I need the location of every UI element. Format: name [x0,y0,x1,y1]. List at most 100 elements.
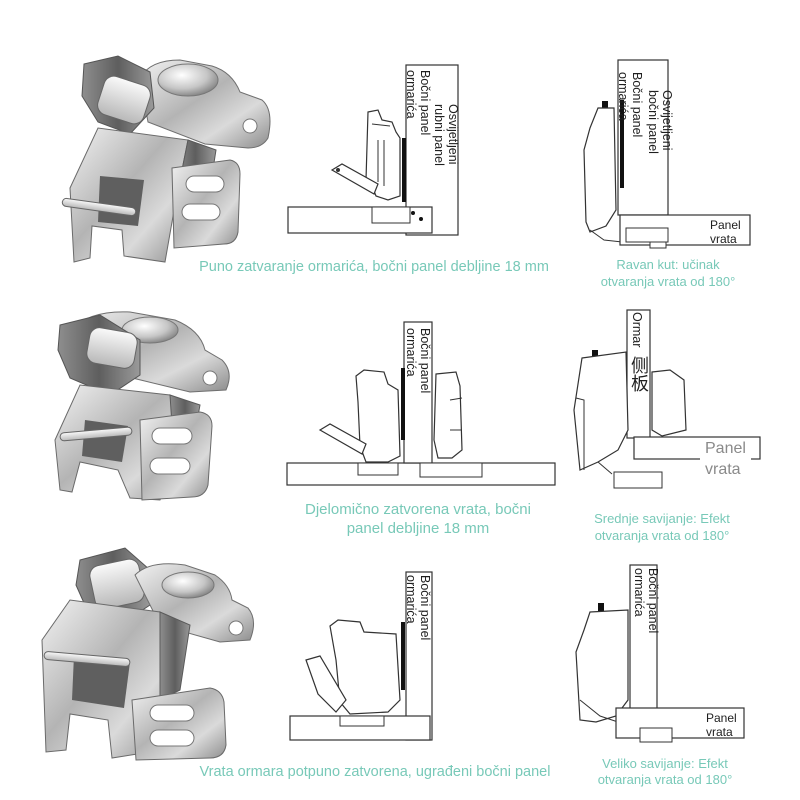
mounting-diagram-half-overlay [286,321,556,486]
caption-line: otvaranja vrata od 180° [597,772,733,787]
hinge-arm-detail [449,397,463,431]
hinge-pin-rod [59,426,133,442]
hinge-photo-full-overlay [61,55,271,263]
hinge-link [579,699,619,723]
hinge-link-left [318,423,367,455]
hinge-arm-opening [72,655,130,708]
caption-line: Ravan kut: učinak [616,257,720,272]
hinge-stop-tab [602,101,608,108]
side-panel-label-line: Bočni panel [418,575,432,641]
caption-half-overlay: Djelomično zatvorena vrata, bočni panel … [268,500,568,538]
caption-inset: Vrata ormara potpuno zatvorena, ugrađeni… [175,763,575,781]
hinge-cup-recess [613,471,663,489]
door-panel-label-line: vrata [705,461,741,478]
side-panel-label-line: ormarića [616,72,630,121]
side-panel-label-line: ormarića [404,70,418,119]
hinge-cup-recess-left [357,462,399,476]
hinge-arm-detail [371,123,391,186]
hinge-arm-opening [82,420,128,462]
side-panel-label-line: ormarića [404,328,418,377]
hinge-cup [157,63,219,97]
door-panel [615,707,745,739]
mounting-diagram-full-overlay [287,64,459,236]
hinge-cup-recess-right [419,462,483,478]
side-panel [405,571,433,741]
caption-flat-angle: Ravan kut: učinak otvaranja vrata od 180… [588,256,748,290]
side-panel-label-latin: Ormar [630,312,644,348]
side-panel-label-cjk: 侧板 [628,356,649,392]
mounting-hole [202,370,218,386]
door-panel-label: Panel vrata [710,218,741,246]
side-panel [617,59,669,216]
door-panel-label-line: vrata [710,232,737,246]
base-plate-slot [149,704,195,722]
caption-line: otvaranja vrata od 180° [600,274,736,289]
side-panel-label: Bočni panel ormarića [616,72,644,137]
side-panel-label: Bočni panel ormarića [632,568,660,633]
hinge-link [305,655,347,713]
hinge-arm-opening [98,176,144,226]
door-panel-label-line: Panel [705,440,746,457]
caption-line: Puno zatvaranje ormarića, bočni panel de… [199,259,549,275]
opening-diagram-large-bend [575,564,745,743]
hinge-base-plate [139,411,213,501]
hinge-arm-outline-left [355,369,401,463]
side-panel-label: Bočni panel ormarića [404,575,432,640]
side-panel [403,321,433,464]
mounting-hole [242,118,258,134]
edge-panel-label-line: Osvijetljeni [660,90,674,151]
mounting-hole [228,620,244,636]
base-plate-slot [149,457,191,475]
side-panel-label: Bočni panel ormarića [404,70,432,135]
hinge-arm-outline-right [651,369,687,437]
door-panel-label-line: Panel [710,218,741,232]
caption-line: Vrata ormara potpuno zatvorena, ugrađeni… [199,764,551,780]
hinge-cup [161,571,215,599]
hinge-pin-rod [43,651,131,667]
door-panel-label-line: vrata [706,725,733,739]
hinge-barrel [86,327,138,369]
side-panel-label-line: Bočni panel [630,72,644,138]
base-plate-slot [149,729,195,747]
hinge-photo-inset [41,547,254,761]
hinge-stop-tab [598,603,604,611]
hinge-cup-flange [649,241,667,249]
edge-panel-label: Osvijetljeni rubni panel [432,104,460,166]
caption-line: panel debljine 18 mm [346,520,490,537]
hinge-pin-rod [61,197,137,217]
hinge-screw-dot [419,217,423,221]
side-panel-label-line: ormarića [632,568,646,617]
hinge-link [597,461,613,475]
base-plate-slot [181,203,221,221]
caption-line: Veliko savijanje: Efekt [602,756,728,771]
caption-large-bend: Veliko savijanje: Efekt otvaranja vrata … [585,756,745,788]
caption-line: Djelomično zatvorena vrata, bočni [305,501,531,518]
hinge-pivot [336,168,340,172]
hinge-base-plate [131,687,227,761]
hinge-arm-outline-right [433,371,463,459]
hinge-cup-recess [639,727,673,743]
door-panel-label: Panel vrata [700,438,751,482]
hinge-link [330,163,379,195]
hinge-barrel [97,75,151,125]
side-panel-label-line: Bočni panel [418,328,432,394]
caption-full-overlay: Puno zatvaranje ormarića, bočni panel de… [174,258,574,276]
hinge-arm-detail [575,397,585,470]
hinge-cup-recess [625,227,669,243]
edge-panel-label: Osvijetljeni bočni panel [646,90,674,154]
base-plate-slot [151,427,193,445]
caption-line: Srednje savijanje: Efekt [594,511,730,526]
hinge-stop-tab [592,350,598,358]
side-panel-label-line: ormarića [404,575,418,624]
caption-medium-bend: Srednje savijanje: Efekt otvaranja vrata… [582,510,742,544]
mounting-diagram-inset [289,571,433,741]
hinge-cup-recess [371,206,411,224]
edge-panel-label-line: rubni panel [432,104,446,166]
hinge-photo-half-overlay [54,311,230,501]
edge-panel-label-line: Osvijetljeni [446,104,460,165]
base-plate-slot [185,175,225,193]
door-panel-label-line: Panel [706,711,737,725]
side-panel-label-line: Bočni panel [646,568,660,634]
hinge-screw-dot [411,211,415,215]
